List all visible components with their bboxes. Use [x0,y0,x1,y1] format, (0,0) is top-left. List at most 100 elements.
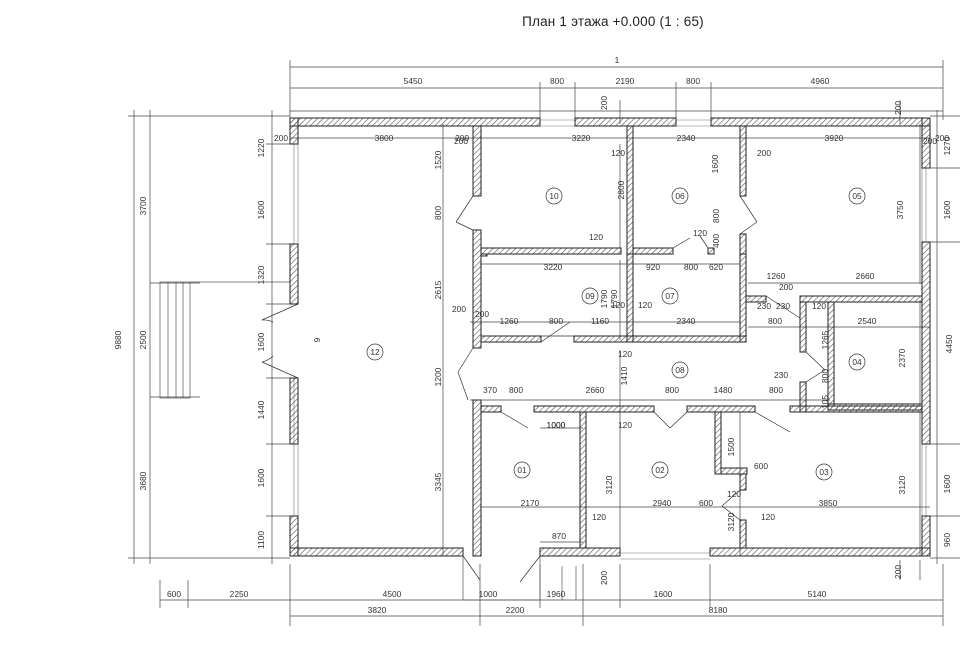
room-circle [671,187,689,205]
dimension-label: 1600 [942,200,952,219]
dimension-label: 230 [757,301,771,311]
dimension-label: 120 [693,228,707,238]
dimension-label: 3680 [138,471,148,490]
dimension-label: 2250 [230,589,249,599]
dimension-label: 1000 [479,589,498,599]
dimension-label: 1160 [591,316,609,326]
dimension-label: 800 [433,206,443,220]
dimension-label: 2340 [677,316,696,326]
dimension-label: 600 [167,589,181,599]
drawing-title: План 1 этажа +0.000 (1 : 65) [522,14,704,29]
dimension-label: 9 [312,337,322,342]
dimension-label: 3120 [897,475,907,494]
dimension-label: 1 [615,55,620,65]
dimension-label: 1520 [433,150,443,169]
dimension-label: 3220 [572,133,591,143]
dimension-label: 2540 [858,316,877,326]
dimension-label: 120 [611,148,625,158]
dimension-label: 3820 [368,605,387,615]
dimension-label: 800 [665,385,679,395]
dimension-label: 800 [686,76,700,86]
room-number: 06 [675,191,685,201]
dimension-label: 3120 [726,512,736,531]
dimension-label: 105 [820,395,830,409]
room-circle [815,463,833,481]
dimension-label: 230 [774,370,788,380]
dimension-label: 200 [599,571,609,585]
dimension-label: 1960 [547,589,566,599]
dimension-label: 120 [727,489,741,499]
dimension-label: 1480 [714,385,733,395]
dimension-lines [128,60,960,626]
room-number: 08 [675,365,685,375]
dimension-label: 1100 [256,531,266,549]
dimension-label: 2615 [433,280,443,299]
room-circle [848,353,866,371]
dimension-label: 960 [942,533,952,547]
dimension-label: 200 [454,136,468,146]
dimension-label: 120 [761,512,775,522]
dimension-label: 800 [684,262,698,272]
dimension-label: 3850 [819,498,838,508]
dimension-label: 200 [274,133,288,143]
dimension-label: 800 [509,385,523,395]
dimension-label: 1320 [256,265,266,284]
dimension-label: 1790 [609,289,619,308]
dimension-label: 200 [455,133,469,143]
room-circle [661,287,679,305]
dimension-label: 120 [611,300,625,310]
dimension-label: 4450 [944,334,954,353]
dimension-label: 620 [709,262,723,272]
dimension-label: 200 [452,304,466,314]
room-number: 10 [549,191,559,201]
dimension-label: 200 [757,148,771,158]
dimension-label: 1000 [547,420,566,430]
dimension-label: 3345 [433,472,443,491]
dimension-label: 1790 [599,289,609,308]
room-number: 04 [852,357,862,367]
dimension-label: 600 [754,461,768,471]
dimension-label: 1600 [942,474,952,493]
dimension-label: 1600 [256,332,266,351]
dimension-label: 200 [475,309,489,319]
dimension-label: 120 [618,349,632,359]
dimension-label: 1440 [256,400,266,419]
room-circle [651,461,669,479]
dimension-label: 1200 [433,367,443,386]
dimension-label: 2170 [521,498,540,508]
dimension-label: 1600 [710,154,720,173]
dimension-label: 1000 [547,420,566,430]
dimension-label: 200 [893,101,903,115]
dimension-label: 370 [483,385,497,395]
room-number: 07 [665,291,675,301]
dimension-label: 5450 [404,76,423,86]
dimension-label: 2660 [856,271,875,281]
room-number: 02 [655,465,665,475]
room-number: 01 [517,465,527,475]
dimension-label: 800 [549,316,563,326]
dimension-label: 800 [769,385,783,395]
room-number: 12 [370,347,380,357]
dimension-label: 800 [768,316,782,326]
dimension-label: 2800 [616,180,626,199]
dimension-label: 2500 [138,330,148,349]
dimension-label: 1220 [256,138,266,157]
walls [289,117,931,557]
room-number: 03 [819,467,829,477]
dimension-label: 120 [589,232,603,242]
dimension-label: 200 [599,96,609,110]
dimension-label: 800 [550,76,564,86]
dimension-label: 1260 [767,271,786,281]
dimension-label: 920 [646,262,660,272]
dimension-label: 2340 [677,133,696,143]
dimension-label: 3120 [604,475,614,494]
dimension-label: 1600 [256,200,266,219]
entry-steps [462,556,577,601]
doors [261,195,826,583]
dimension-label: 2370 [897,348,907,367]
dimension-label: 200 [923,136,937,146]
dimension-label: 9880 [113,330,123,349]
